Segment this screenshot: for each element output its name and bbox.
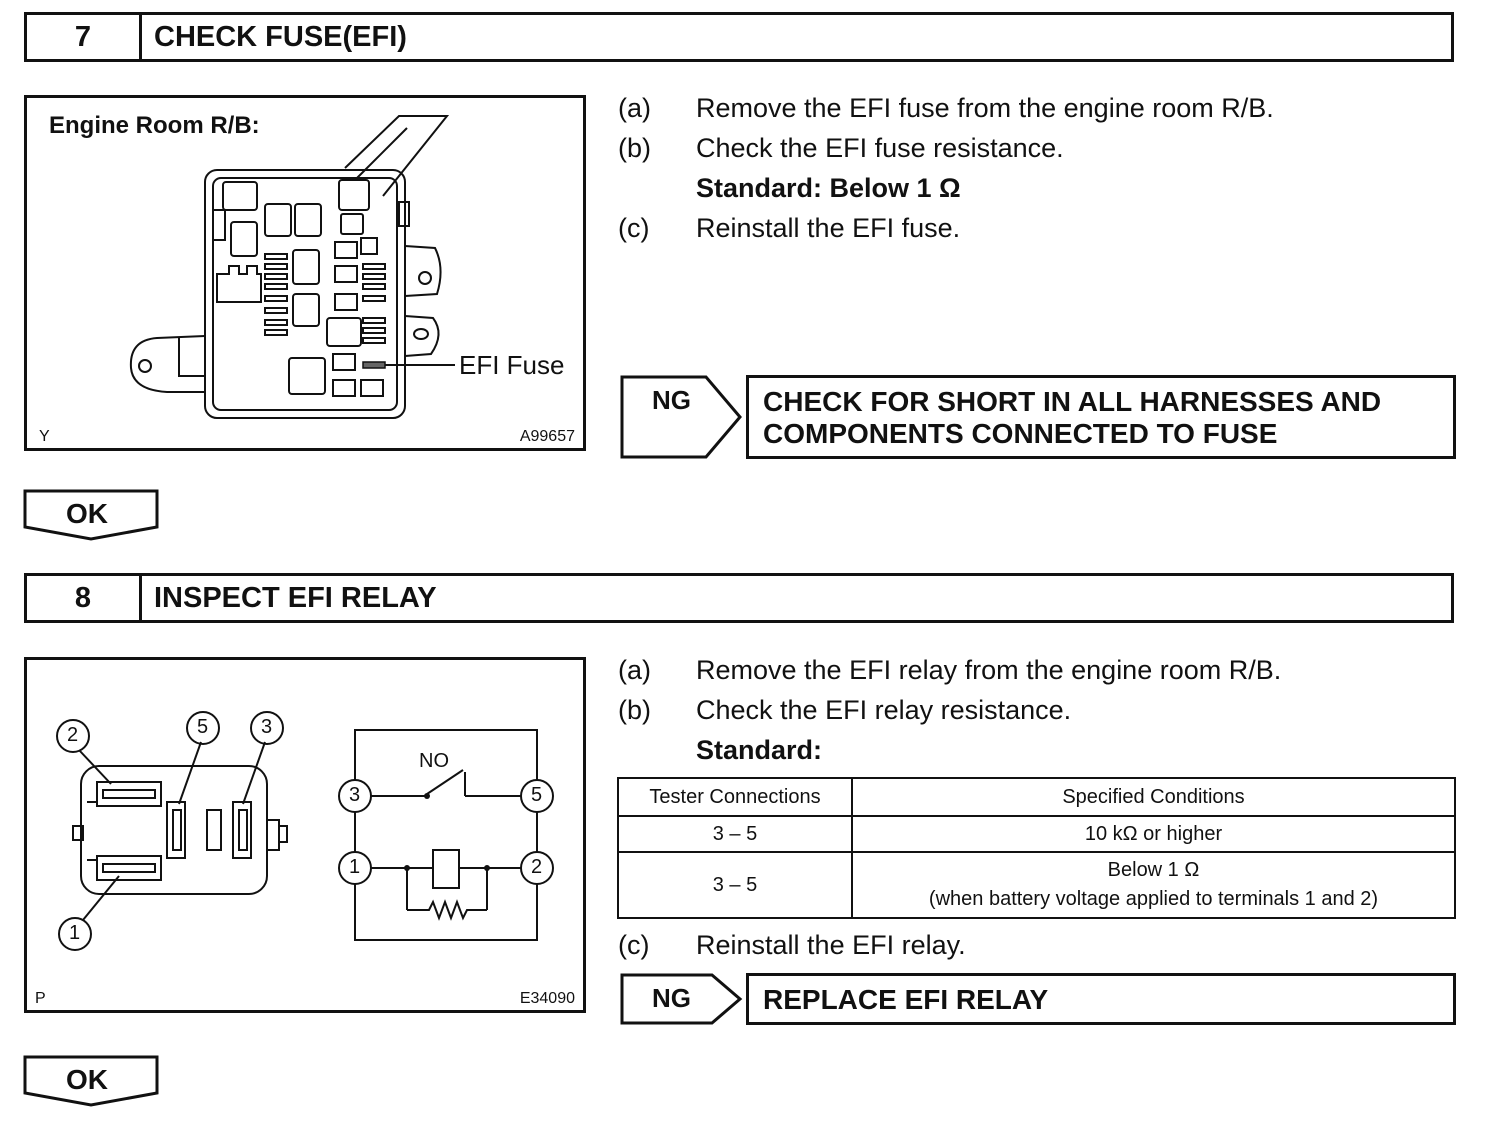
ng-result-box: CHECK FOR SHORT IN ALL HARNESSES AND COM… <box>746 375 1456 459</box>
relay-block-drawing <box>129 115 455 419</box>
step-8-instructions: (a) Remove the EFI relay from the engine… <box>618 650 1281 770</box>
table-cell-condition: 10 kΩ or higher <box>851 815 1456 853</box>
ng-label: NG <box>652 385 691 415</box>
instruction-letter: (b) <box>618 133 651 163</box>
schematic-terminal-5: 5 <box>531 784 543 806</box>
step-8-number: 8 <box>27 576 142 620</box>
efi-fuse-callout: EFI Fuse <box>459 350 565 380</box>
figure-caption: Engine Room R/B: <box>49 112 260 139</box>
ok-label: OK <box>66 1064 108 1095</box>
ng-result-text: REPLACE EFI RELAY <box>763 984 1049 1015</box>
ng-arrow-icon <box>620 375 742 459</box>
ok-arrow-icon <box>23 1055 159 1107</box>
ng-result-box: REPLACE EFI RELAY <box>746 973 1456 1025</box>
instruction-text: Check the EFI relay resistance. <box>696 695 1072 725</box>
step-8-title: INSPECT EFI RELAY <box>154 581 437 614</box>
instruction-letter: (b) <box>618 695 651 725</box>
table-cell-condition: Below 1 Ω (when battery voltage applied … <box>851 851 1456 919</box>
table-cell-connection: 3 – 5 <box>617 815 853 853</box>
instruction-text: Reinstall the EFI relay. <box>696 930 966 960</box>
schematic-terminal-2: 2 <box>531 856 543 878</box>
step-7-title: CHECK FUSE(EFI) <box>154 20 407 53</box>
step-7-header: 7 CHECK FUSE(EFI) <box>24 12 1454 62</box>
ng-result-line-1: CHECK FOR SHORT IN ALL HARNESSES AND <box>763 386 1382 417</box>
table-row: 3 – 5 10 kΩ or higher <box>617 815 1456 853</box>
instruction-a: (a) Remove the EFI fuse from the engine … <box>618 88 1274 128</box>
instruction-text: Check the EFI fuse resistance. <box>696 133 1064 163</box>
switch-no-label: NO <box>419 750 449 772</box>
instruction-letter: (c) <box>618 930 650 960</box>
condition-note: (when battery voltage applied to termina… <box>928 888 1379 910</box>
table-row: 3 – 5 Below 1 Ω (when battery voltage ap… <box>617 851 1456 919</box>
instruction-text: Remove the EFI relay from the engine roo… <box>696 655 1282 685</box>
table-header: Tester Connections <box>617 777 853 817</box>
ng-result-line-2: COMPONENTS CONNECTED TO FUSE <box>763 418 1278 449</box>
step-8-instruction-c: (c) Reinstall the EFI relay. <box>618 925 966 965</box>
instruction-b: (b) Check the EFI fuse resistance. <box>618 128 1274 168</box>
step-7-number: 7 <box>27 15 142 59</box>
step-8-header: 8 INSPECT EFI RELAY <box>24 573 1454 623</box>
figure-corner-left: P <box>35 990 46 1007</box>
instruction-text: Remove the EFI fuse from the engine room… <box>696 93 1274 123</box>
standard-value: Standard: Below 1 Ω <box>696 173 961 203</box>
instruction-letter: (c) <box>618 213 650 243</box>
terminal-2-label: 2 <box>67 724 79 746</box>
relay-diagram-drawing <box>56 711 554 951</box>
table-header: Specified Conditions <box>851 777 1456 817</box>
instruction-a: (a) Remove the EFI relay from the engine… <box>618 650 1281 690</box>
ng-label: NG <box>652 983 691 1013</box>
instruction-b: (b) Check the EFI relay resistance. <box>618 690 1281 730</box>
ok-arrow-icon <box>23 489 159 541</box>
efi-relay-figure: 2 5 3 1 3 5 1 2 NO P E34090 <box>24 657 586 1013</box>
instruction-c: (c) Reinstall the EFI relay. <box>618 925 966 965</box>
ng-arrow-icon <box>620 973 743 1025</box>
figure-code: E34090 <box>519 990 575 1007</box>
engine-room-rb-figure: Engine Room R/B: <box>24 95 586 451</box>
terminal-5-label: 5 <box>197 716 209 738</box>
instruction-letter: (a) <box>618 93 651 123</box>
resistance-spec-table: Tester Connections Specified Conditions … <box>617 777 1456 919</box>
instruction-letter: (a) <box>618 655 651 685</box>
schematic-terminal-3: 3 <box>349 784 361 806</box>
figure-corner-left: Y <box>39 428 50 445</box>
step-7-instructions: (a) Remove the EFI fuse from the engine … <box>618 88 1274 248</box>
schematic-terminal-1: 1 <box>349 856 361 878</box>
table-header-row: Tester Connections Specified Conditions <box>617 777 1456 817</box>
standard-label: Standard: <box>696 735 823 765</box>
terminal-1-label: 1 <box>69 922 81 944</box>
instruction-c: (c) Reinstall the EFI fuse. <box>618 208 1274 248</box>
figure-code: A99657 <box>519 428 575 445</box>
terminal-3-label: 3 <box>261 716 273 738</box>
table-cell-connection: 3 – 5 <box>617 851 853 919</box>
ok-label: OK <box>66 498 108 529</box>
condition-value: Below 1 Ω <box>1107 859 1200 881</box>
instruction-text: Reinstall the EFI fuse. <box>696 213 961 243</box>
